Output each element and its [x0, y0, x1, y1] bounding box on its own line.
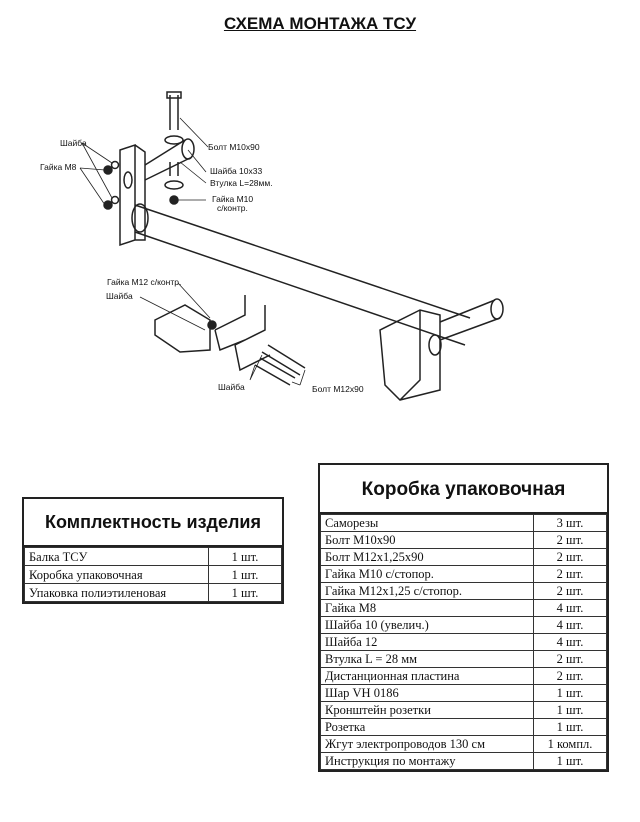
beam-end — [131, 203, 149, 233]
table-row: Шайба 10 (увелич.)4 шт. — [320, 616, 607, 634]
bolt-m10 — [166, 91, 182, 130]
item-name: Саморезы — [320, 514, 534, 532]
page-title: СХЕМА МОНТАЖА ТСУ — [0, 14, 640, 34]
upper-tube — [144, 139, 191, 181]
item-qty: 2 шт. — [533, 565, 607, 583]
left-bracket — [119, 143, 146, 247]
label-washer-10: Шайба 10х33 — [210, 166, 263, 176]
label-nut-m8: Гайка М8 — [40, 162, 77, 172]
item-qty: 4 шт. — [533, 616, 607, 634]
item-name: Дистанционная пластина — [320, 667, 534, 685]
label-washer-top: Шайба — [106, 291, 133, 301]
label-bolt-m10: Болт М10х90 — [208, 142, 260, 152]
towbar-beam — [134, 204, 471, 346]
item-name: Шайба 12 — [320, 633, 534, 651]
item-name: Кронштейн розетки — [320, 701, 534, 719]
item-name: Шайба 10 (увелич.) — [320, 616, 534, 634]
item-name: Жгут электропроводов 130 см — [320, 735, 534, 753]
item-qty: 1 компл. — [533, 735, 607, 753]
item-name: Втулка L = 28 мм — [320, 650, 534, 668]
item-name: Гайка М12х1,25 с/стопор. — [320, 582, 534, 600]
item-name: Шар VH 0186 — [320, 684, 534, 702]
item-name: Балка ТСУ — [24, 547, 209, 566]
item-qty: 3 шт. — [533, 514, 607, 532]
label-nut-m10-lock: с/контр. — [217, 203, 248, 213]
item-qty: 4 шт. — [533, 633, 607, 651]
item-qty: 2 шт. — [533, 667, 607, 685]
label-bushing: Втулка L=28мм. — [210, 178, 273, 188]
item-qty: 4 шт. — [533, 599, 607, 617]
item-name: Розетка — [320, 718, 534, 736]
item-qty: 2 шт. — [533, 548, 607, 566]
item-qty: 1 шт. — [533, 718, 607, 736]
table-row: Гайка М10 с/стопор.2 шт. — [320, 565, 607, 583]
item-name: Упаковка полиэтиленовая — [24, 583, 209, 602]
item-name: Коробка упаковочная — [24, 565, 209, 584]
item-name: Инструкция по монтажу — [320, 752, 534, 770]
item-qty: 1 шт. — [533, 684, 607, 702]
item-qty: 2 шт. — [533, 582, 607, 600]
ball-mount-plate — [154, 304, 211, 353]
label-nut-m12: Гайка М12 с/контр. — [107, 277, 182, 287]
page-title-text: СХЕМА МОНТАЖА ТСУ — [223, 14, 417, 33]
towbar-diagram — [79, 91, 504, 401]
item-name: Гайка М10 с/стопор. — [320, 565, 534, 583]
table-row: Гайка М12х1,25 с/стопор.2 шт. — [320, 582, 607, 600]
completeness-title: Комплектность изделия — [24, 499, 282, 547]
label-bolt-m12: Болт М12х90 — [312, 384, 364, 394]
item-qty: 1 шт. — [533, 752, 607, 770]
item-qty: 1 шт. — [208, 583, 282, 602]
packing-box-title: Коробка упаковочная — [320, 465, 607, 514]
label-washer-bottom: Шайба — [218, 382, 245, 392]
item-qty: 1 шт. — [533, 701, 607, 719]
item-name: Болт М10х90 — [320, 531, 534, 549]
label-nut-m10: Гайка М10 — [212, 194, 254, 204]
bushing — [169, 162, 179, 176]
bolt-m12 — [254, 344, 306, 386]
item-qty: 1 шт. — [208, 565, 282, 584]
label-washer-m8: Шайба — [60, 138, 87, 148]
right-bracket — [379, 309, 441, 401]
item-qty: 1 шт. — [208, 547, 282, 566]
item-qty: 2 шт. — [533, 531, 607, 549]
spacer-plates — [214, 295, 271, 372]
item-name: Болт М12х1,25х90 — [320, 548, 534, 566]
item-qty: 2 шт. — [533, 650, 607, 668]
item-name: Гайка М8 — [320, 599, 534, 617]
